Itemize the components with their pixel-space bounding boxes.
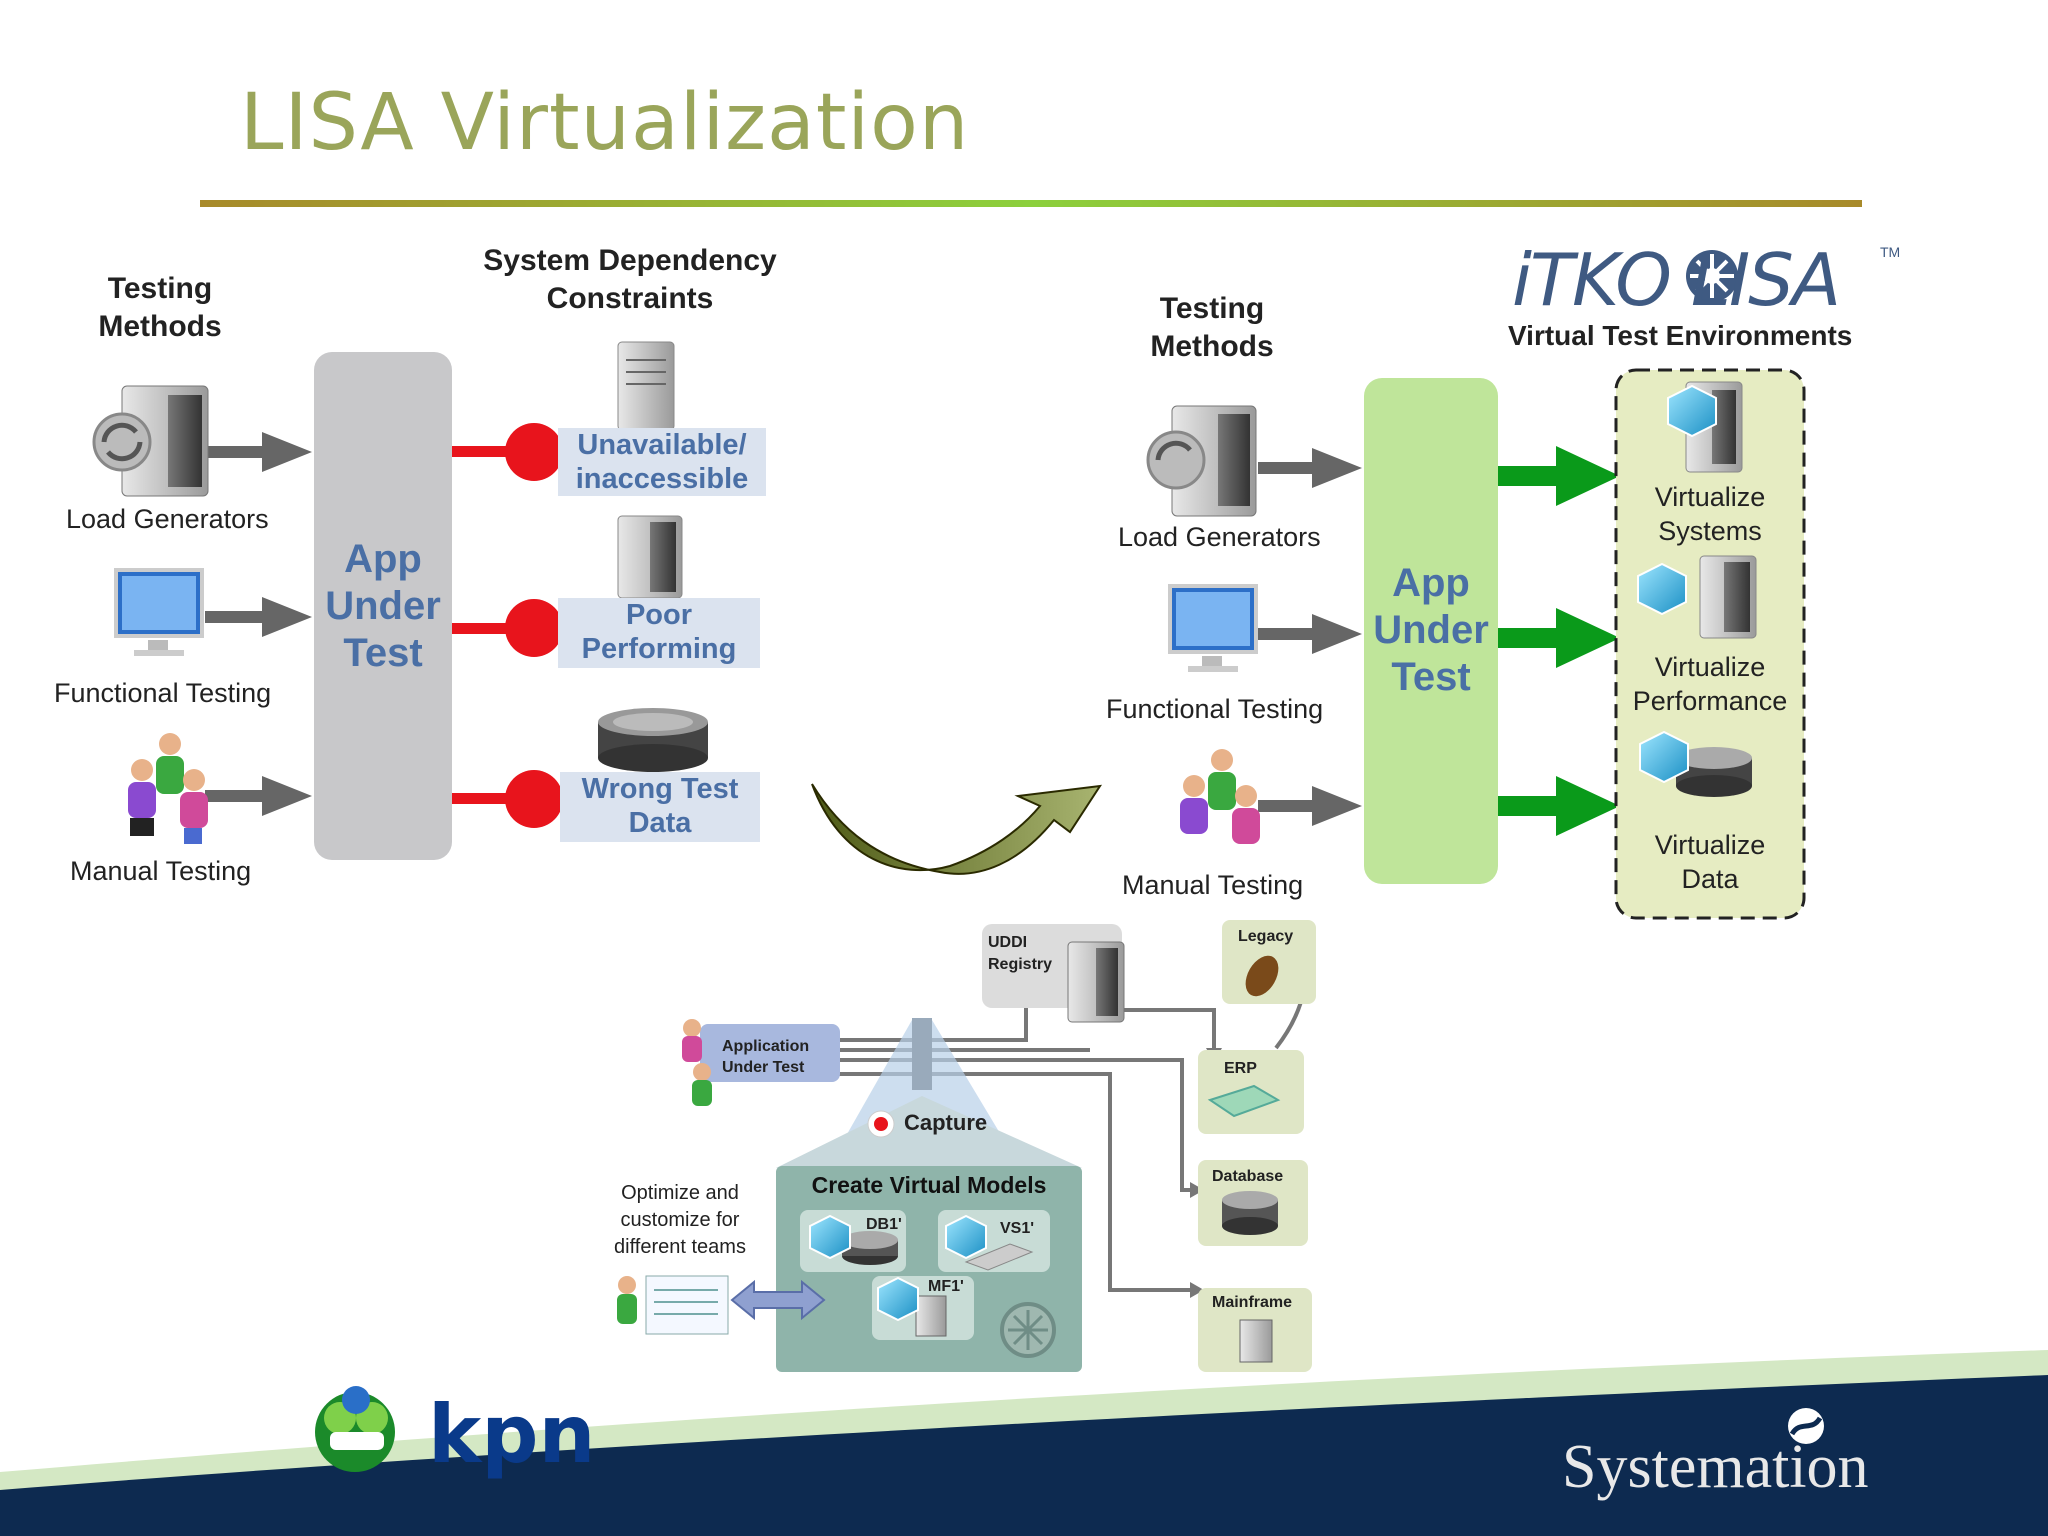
- bottom-arrowheads: [1058, 976, 1314, 1298]
- bottom-connectors: [836, 983, 1306, 1292]
- slide-title: LISA Virtualization: [240, 78, 970, 168]
- right-load-generators-label: Load Generators: [1118, 522, 1321, 552]
- left-functional-testing-label: Functional Testing: [54, 678, 272, 708]
- models-fan-icon: [1000, 1302, 1056, 1358]
- left-app-under-test-label: App Under Test: [325, 537, 441, 675]
- model-vs1-label: VS1': [1000, 1220, 1035, 1237]
- itko-gear-icon: [1686, 250, 1738, 302]
- application-under-test-label: Application Under Test: [722, 1038, 810, 1076]
- virtualize-performance-label: Virtualize Performance: [1632, 652, 1788, 716]
- people-icon: [128, 733, 208, 844]
- itko-lisa-logo: iTKO LISA: [1512, 238, 1841, 322]
- database-cylinder-icon: [1222, 1191, 1278, 1235]
- right-method-arrows: [1258, 448, 1362, 826]
- constraint-connectors: [452, 423, 563, 828]
- transition-curved-arrow: [811, 783, 1103, 875]
- application-people-icon: [682, 1019, 712, 1106]
- uddi-registry-label: UDDI Registry: [988, 934, 1053, 973]
- kpn-crown-icon: [315, 1386, 395, 1472]
- optimize-double-arrow: [730, 1279, 826, 1321]
- right-app-under-test-box: App Under Test: [1364, 378, 1498, 884]
- erp-label: ERP: [1224, 1060, 1257, 1077]
- capture-probe: [912, 1018, 932, 1090]
- itko-tm: TM: [1880, 244, 1901, 260]
- left-app-under-test-box: App Under Test: [314, 352, 452, 860]
- virtualize-systems-label: Virtualize Systems: [1654, 482, 1766, 546]
- optimize-label: Optimize and customize for different tea…: [614, 1182, 746, 1258]
- right-app-under-test-label: App Under Test: [1373, 561, 1489, 699]
- footer-navy-band: [0, 1375, 2048, 1536]
- legacy-label: Legacy: [1238, 928, 1294, 945]
- right-manual-testing-label: Manual Testing: [1122, 870, 1304, 900]
- wrong-data-database-icon: [598, 708, 708, 772]
- left-manual-testing-label: Manual Testing: [70, 856, 252, 886]
- right-functional-testing-label: Functional Testing: [1106, 694, 1324, 724]
- model-db1-icon: [800, 1210, 906, 1272]
- kpn-logo-text: kpn: [428, 1388, 596, 1481]
- model-vs1-icon: [938, 1210, 1050, 1272]
- constraint-wrong-data-label: Wrong Test Data: [560, 772, 760, 842]
- application-tag: [700, 1024, 840, 1082]
- uddi-server-icon: [1067, 941, 1125, 1023]
- model-mf1-icon: [872, 1276, 974, 1340]
- left-testing-methods-header: Testing Methods: [98, 272, 222, 343]
- dependency-constraints-header: System Dependency Constraints: [483, 244, 777, 315]
- constraint-unavailable-label: Unavailable/ inaccessible: [558, 428, 766, 496]
- systemation-mark-icon: [1788, 1408, 1824, 1444]
- load-generator-server-icon: [92, 385, 209, 497]
- capture-dot: [874, 1117, 888, 1131]
- legacy-bean-icon: [1245, 955, 1279, 997]
- capture-label: Capture: [904, 1110, 988, 1135]
- right-testing-methods-header: Testing Methods: [1150, 292, 1274, 363]
- virtualize-data-label: Virtualize Data: [1654, 830, 1766, 894]
- virtual-performance-icon: [1637, 555, 1757, 639]
- capture-roof: [776, 1096, 1082, 1168]
- optimize-user-icon: [617, 1275, 729, 1335]
- mainframe-server-icon: [1239, 1319, 1273, 1363]
- right-monitor-icon: [1168, 584, 1258, 672]
- left-method-arrows: [205, 432, 312, 816]
- virtual-environments-header: Virtual Test Environments: [1508, 320, 1853, 351]
- model-db1-label: DB1': [866, 1216, 902, 1233]
- mainframe-label: Mainframe: [1212, 1294, 1293, 1311]
- model-mf1-label: MF1': [928, 1278, 964, 1295]
- database-label: Database: [1212, 1168, 1284, 1185]
- right-load-generator-icon: [1146, 405, 1257, 517]
- virtual-system-icon: [1667, 381, 1743, 473]
- virtualize-arrows: [1498, 446, 1620, 836]
- right-people-icon: [1180, 749, 1260, 844]
- left-load-generators-label: Load Generators: [66, 504, 269, 534]
- monitor-icon: [114, 568, 204, 656]
- poor-performing-server-icon: [617, 515, 683, 599]
- unavailable-server-icon: [617, 341, 675, 431]
- virtual-data-icon: [1639, 730, 1752, 797]
- erp-box-icon: [1207, 1084, 1281, 1118]
- title-underline: [200, 200, 1862, 207]
- create-virtual-models-label: Create Virtual Models: [811, 1172, 1047, 1198]
- systemation-logo-text: Systemation: [1562, 1433, 1869, 1501]
- constraint-poor-performing-label: Poor Performing: [558, 598, 760, 668]
